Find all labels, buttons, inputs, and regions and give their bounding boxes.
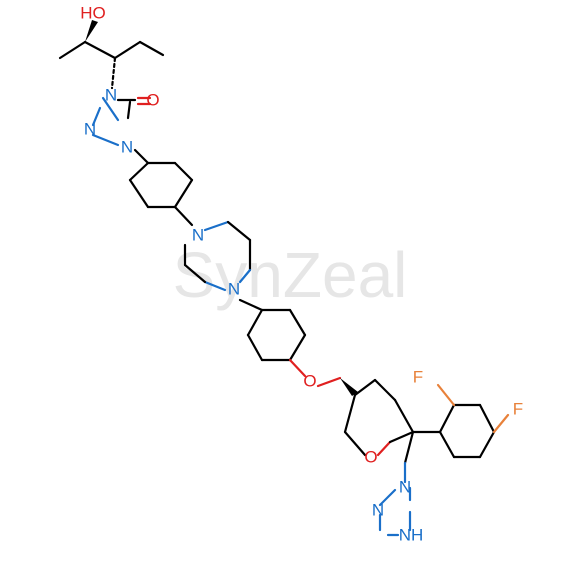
triazolone-n4-label: N [121, 137, 133, 156]
triazolone-n2-label: N [84, 119, 96, 138]
piperazine-n-top-label: N [192, 225, 204, 244]
ring-o-label: O [364, 447, 377, 466]
triazolone-n1-label: N [105, 85, 117, 104]
atom-labels: HO N N O N N N O O F F N N NH [80, 3, 523, 544]
triazole-n-top-label: N [399, 477, 411, 496]
bonds [58, 20, 510, 537]
carbonyl-o-label: O [146, 90, 159, 109]
wedge-bond [85, 20, 98, 42]
triazole-nh-label: NH [399, 525, 424, 544]
piperazine-n-bottom-label: N [228, 279, 240, 298]
fluorine-top-label: F [413, 367, 423, 386]
fluorine-right-label: F [513, 399, 523, 418]
triazole-n-left-label: N [372, 500, 384, 519]
ether-o-label: O [303, 371, 316, 390]
hydroxyl-label: HO [80, 3, 106, 22]
watermark: SynZeal [173, 239, 408, 311]
